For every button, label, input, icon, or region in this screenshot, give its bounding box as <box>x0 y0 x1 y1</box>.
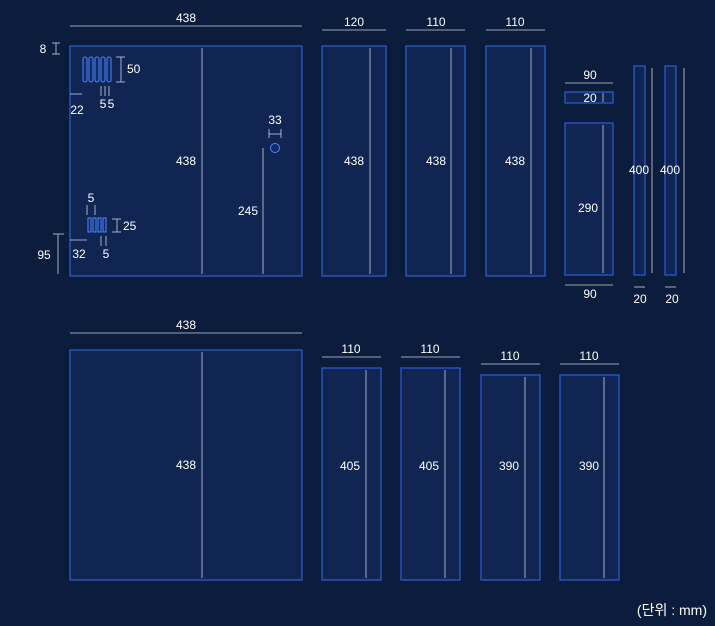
panel-outline <box>564 91 614 104</box>
unit-label: (단위 : mm) <box>636 602 707 618</box>
width-label: 90 <box>583 287 597 301</box>
height-label: 438 <box>176 458 196 472</box>
height-label: 400 <box>660 163 680 177</box>
rail-b: 400 20 <box>660 65 685 306</box>
top-margin-label: 8 <box>40 42 47 56</box>
width-label: 110 <box>420 342 439 356</box>
port-slots <box>87 217 107 233</box>
height-label: 390 <box>499 459 519 473</box>
bottom-side-c: 110 390 <box>480 349 541 581</box>
vent-slots <box>82 56 112 83</box>
width-label: 110 <box>505 15 524 29</box>
hole-height-label: 245 <box>238 204 258 218</box>
vent-slot <box>106 56 112 83</box>
width-label: 110 <box>341 342 360 356</box>
top-side-120: 120 438 <box>321 15 387 277</box>
port-height-label: 25 <box>123 219 137 233</box>
panel-outline <box>400 367 461 581</box>
height-label: 405 <box>419 459 439 473</box>
width-label: 438 <box>176 318 196 332</box>
width-label: 20 <box>633 292 647 306</box>
front-panel-width-label: 438 <box>176 11 196 25</box>
medium-panel: 90 290 <box>564 122 614 301</box>
panel-outline <box>321 367 382 581</box>
height-label: 400 <box>629 163 649 177</box>
vent-slot <box>100 56 106 83</box>
width-label: 90 <box>583 68 597 82</box>
vent-slot <box>82 56 88 83</box>
top-side-110-a: 110 438 <box>405 15 466 277</box>
vent-gap-label: 5 <box>108 97 115 111</box>
width-label: 110 <box>426 15 445 29</box>
port-bottom-label: 95 <box>37 248 51 262</box>
rail-a: 400 20 <box>629 65 653 306</box>
bottom-side-d: 110 390 <box>559 349 620 581</box>
panel-outline <box>69 349 303 581</box>
panel-outline <box>405 45 466 277</box>
height-label: 438 <box>344 154 364 168</box>
port-slot <box>97 217 102 233</box>
port-slot <box>92 217 97 233</box>
height-label: 390 <box>579 459 599 473</box>
top-side-110-b: 110 438 <box>485 15 546 277</box>
panel-outline <box>559 374 620 581</box>
height-label: 405 <box>340 459 360 473</box>
height-label: 438 <box>426 154 446 168</box>
panel-outline <box>664 65 677 276</box>
front-panel: 438 438 8 50 22 5 5 33 24 <box>37 11 303 277</box>
vent-left-label: 22 <box>70 103 84 117</box>
port-left-label: 32 <box>72 247 86 261</box>
vent-gap-label: 5 <box>100 97 107 111</box>
front-panel-height-label: 438 <box>176 154 196 168</box>
vent-slot <box>88 56 94 83</box>
small-strip: 90 20 <box>564 68 614 105</box>
panel-outline <box>564 122 614 276</box>
panel-outline <box>321 45 387 277</box>
vent-slot <box>94 56 100 83</box>
width-label: 110 <box>500 349 519 363</box>
bottom-side-b: 110 405 <box>400 342 461 581</box>
panel-outline <box>480 374 541 581</box>
width-label: 110 <box>579 349 598 363</box>
back-panel: 438 438 <box>69 318 303 581</box>
height-label: 438 <box>505 154 525 168</box>
panel-outline <box>485 45 546 277</box>
cable-hole <box>270 143 280 153</box>
port-gap-bottom-label: 5 <box>103 247 110 261</box>
height-label: 20 <box>583 91 597 105</box>
panel-outline <box>633 65 646 276</box>
height-label: 290 <box>578 201 598 215</box>
port-slot <box>87 217 92 233</box>
width-label: 20 <box>665 292 679 306</box>
width-label: 120 <box>344 15 364 29</box>
port-gap-top-label: 5 <box>88 191 95 205</box>
vent-height-label: 50 <box>127 62 141 76</box>
bottom-side-a: 110 405 <box>321 342 382 581</box>
hole-diameter-label: 33 <box>268 113 282 127</box>
port-slot <box>102 217 107 233</box>
